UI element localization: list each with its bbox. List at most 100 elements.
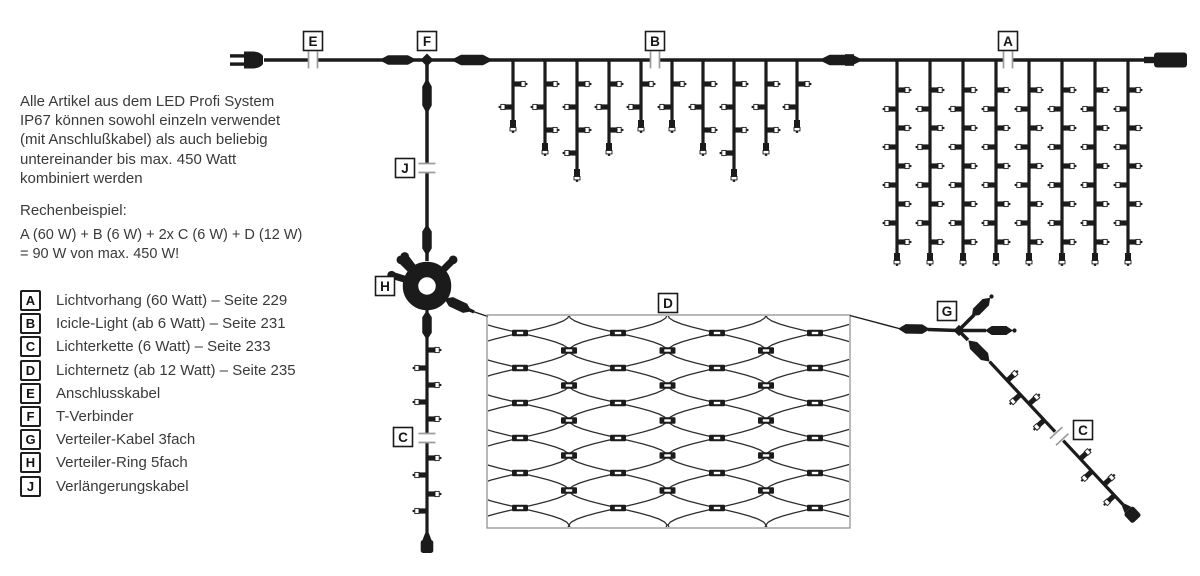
net-led-bulb (512, 434, 528, 442)
led-bulb (1014, 143, 1029, 151)
led-bulb (963, 124, 978, 132)
led-bulb (996, 124, 1011, 132)
led-bulb (1062, 162, 1077, 170)
led-bulb-end (1025, 253, 1033, 266)
net-frame (486, 314, 851, 529)
intro-line: (mit Anschlußkabel) als auch beliebig (20, 131, 268, 149)
led-bulb (577, 126, 592, 134)
diagram-label-A: A (997, 30, 1019, 52)
led-bulb (1095, 200, 1110, 208)
legend-key-box: B (20, 313, 41, 335)
legend-item-label: T-Verbinder (56, 408, 134, 426)
led-bulb (948, 181, 963, 189)
plug-tip (989, 294, 994, 299)
led-bulb-end (762, 143, 770, 156)
legend-item-label: Anschlusskabel (56, 384, 161, 402)
led-bulb (915, 219, 930, 227)
distributor-ring (387, 252, 489, 318)
led-bulb (1062, 124, 1077, 132)
led-bulb-end (1058, 253, 1066, 266)
led-bulb-end (1124, 253, 1132, 266)
led-bulb (1128, 238, 1143, 246)
intro-line: IP67 können sowohl einzeln verwendet (20, 112, 281, 130)
cable-connector (444, 297, 472, 313)
cut-mark (418, 162, 436, 174)
legend-key-box: E (20, 382, 41, 404)
led-bulb (897, 86, 912, 94)
net-led-bulb (807, 399, 823, 407)
net-led-bulb (659, 347, 676, 354)
diagram-label-C: C (1072, 419, 1094, 441)
led-bulb (412, 398, 427, 406)
example-title: Rechenbeispiel: (20, 202, 127, 219)
net-led-bulb (758, 382, 774, 389)
net-led-bulb (610, 469, 626, 477)
led-bulb (1095, 238, 1110, 246)
net-led-bulb (758, 347, 774, 354)
led-bulb (948, 105, 963, 113)
led-bulb (498, 103, 513, 111)
led-bulb (1029, 200, 1044, 208)
light-net-section (486, 314, 851, 529)
ring-body (402, 261, 452, 311)
led-bulb-end (637, 120, 645, 133)
diagram-label-G: G (936, 300, 958, 322)
led-bulb (948, 143, 963, 151)
led-bulb (1027, 393, 1041, 406)
led-bulb (1029, 124, 1044, 132)
plug-prong (230, 62, 244, 66)
led-bulb (1113, 105, 1128, 113)
cut-mark (649, 51, 661, 69)
led-bulb (1014, 105, 1029, 113)
led-bulb (1080, 181, 1095, 189)
ring-outlet-cap (400, 252, 410, 261)
led-bulb (562, 149, 577, 157)
led-bulb (1005, 369, 1019, 383)
led-bulb (882, 181, 897, 189)
led-bulb (703, 80, 718, 88)
led-bulb (734, 126, 749, 134)
led-bulb (1128, 124, 1143, 132)
legend-item-label: Verteiler-Ring 5fach (56, 454, 188, 472)
t-connector (420, 53, 434, 67)
intro-paragraph: Alle Artikel aus dem LED Profi System IP… (20, 92, 280, 188)
led-bulb (719, 103, 734, 111)
cable-segment (988, 360, 1057, 433)
led-bulb (1047, 105, 1062, 113)
net-led-bulb (610, 434, 626, 442)
led-bulb (930, 200, 945, 208)
led-bulb (672, 80, 687, 88)
led-bulb-end (926, 253, 934, 266)
diagram-label-B: B (644, 30, 666, 52)
led-bulb (577, 80, 592, 88)
example-line: A (60 W) + B (6 W) + 2x C (6 W) + D (12 … (20, 227, 303, 243)
led-bulb (766, 80, 781, 88)
cable-connector (898, 324, 930, 334)
led-bulb (703, 126, 718, 134)
led-bulb-end (992, 253, 1000, 266)
led-bulb (797, 80, 812, 88)
legend-item-label: Icicle-Light (ab 6 Watt) – Seite 231 (56, 315, 286, 333)
cable-segment (469, 309, 489, 318)
legend-key-box: D (20, 359, 41, 381)
led-bulb (930, 162, 945, 170)
net-led-bulb (561, 452, 577, 459)
led-bulb (897, 238, 912, 246)
led-bulb (1029, 238, 1044, 246)
net-led-bulb (807, 364, 823, 372)
main-cable (264, 51, 1146, 69)
led-bulb (1128, 86, 1143, 94)
diagram-label-H: H (374, 275, 396, 297)
net-led-bulb (561, 417, 577, 424)
led-bulb (427, 346, 442, 354)
led-bulb (963, 162, 978, 170)
led-bulb (1029, 162, 1044, 170)
led-bulb (1080, 105, 1095, 113)
cable-connector (819, 54, 863, 66)
cable-segment (957, 329, 970, 342)
